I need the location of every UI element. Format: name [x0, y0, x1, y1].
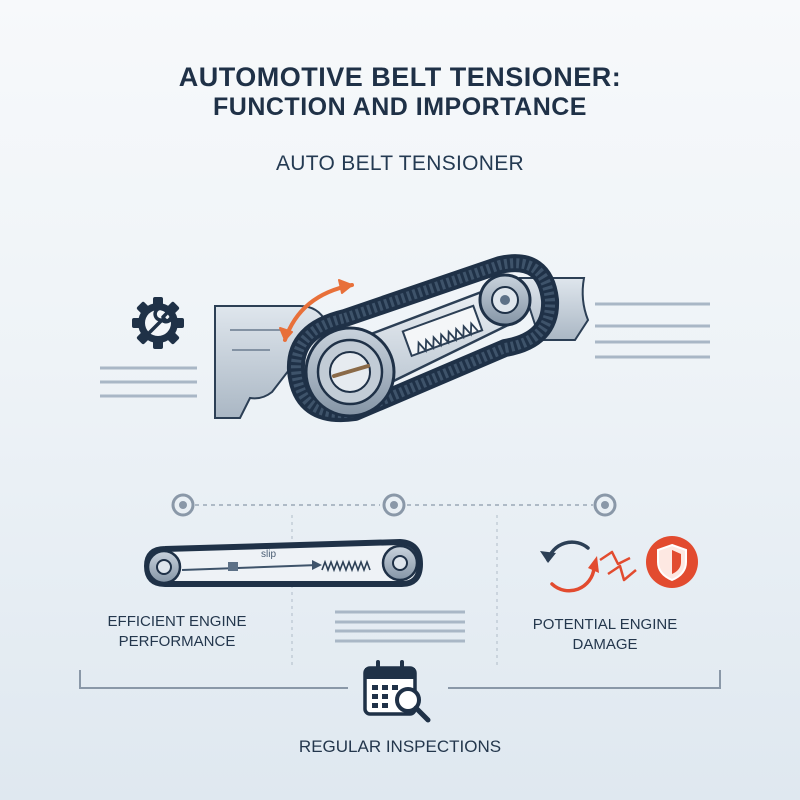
timeline-node-1 [171, 493, 195, 517]
crack-icon [592, 550, 637, 582]
center-text-lines [335, 610, 465, 643]
tensioner-pulley [304, 326, 396, 418]
timeline [195, 504, 593, 665]
cycle-arrows-icon [540, 540, 599, 593]
title-line-1: AUTOMOTIVE BELT TENSIONER: [178, 62, 622, 92]
right-label-line-2: DAMAGE [572, 636, 638, 653]
left-label-line-2: PERFORMANCE [118, 633, 236, 650]
calendar-search-icon [363, 660, 431, 723]
subtitle: AUTO BELT TENSIONER [275, 152, 525, 175]
title-line-2: FUNCTION AND IMPORTANCE [213, 93, 587, 121]
timeline-node-2 [382, 493, 406, 517]
slip-label: slip [261, 549, 276, 560]
slip-belt-diagram [143, 538, 424, 588]
drive-belt [286, 254, 560, 423]
regular-inspections-label: REGULAR INSPECTIONS [298, 737, 502, 756]
gear-wrench-icon [132, 297, 184, 349]
shield-icon [646, 536, 698, 588]
rotation-arrow-icon [279, 279, 354, 342]
left-label-line-1: EFFICIENT ENGINE [107, 613, 247, 630]
potential-engine-damage-label: POTENTIAL ENGINE DAMAGE [515, 615, 695, 655]
timeline-node-3 [593, 493, 617, 517]
right-label-line-1: POTENTIAL ENGINE [532, 616, 678, 633]
left-text-lines [100, 366, 197, 398]
right-text-lines [595, 302, 710, 359]
idler-pulley [478, 273, 532, 327]
bottom-bracket-lines [79, 670, 721, 689]
efficient-engine-performance-label: EFFICIENT ENGINE PERFORMANCE [82, 612, 272, 652]
